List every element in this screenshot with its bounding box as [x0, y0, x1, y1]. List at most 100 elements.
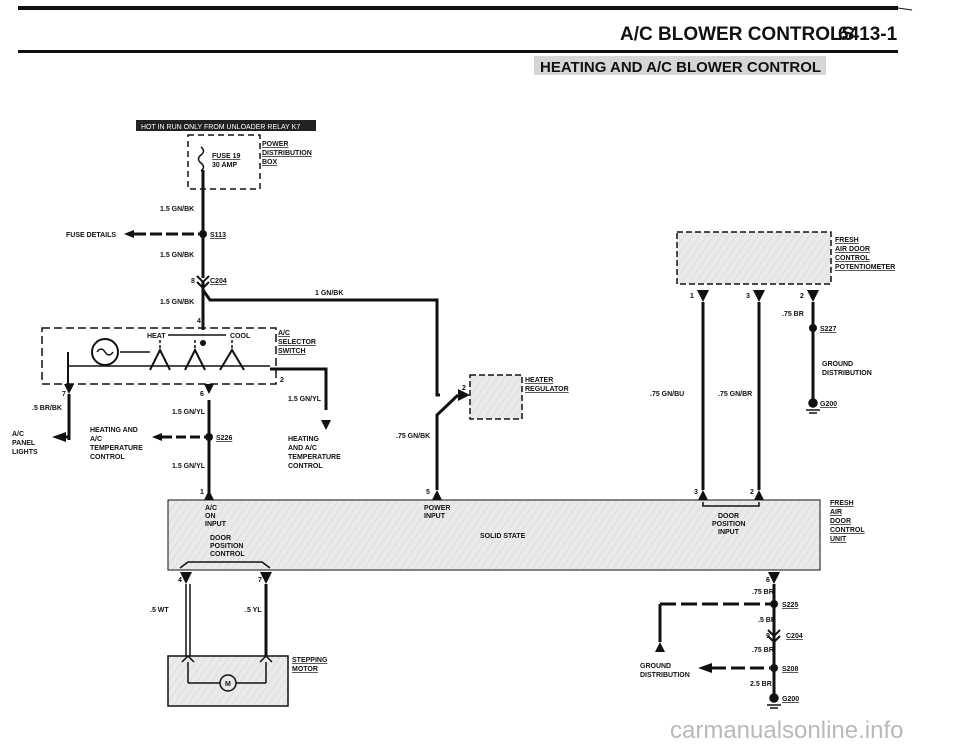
heater-regulator-label-1: HEATER	[525, 377, 553, 384]
stepping-motor-label-2: MOTOR	[292, 666, 318, 673]
potentiometer-label-4: POTENTIOMETER	[835, 264, 895, 271]
unit-label-1: FRESH	[830, 500, 854, 507]
header-rules	[18, 6, 913, 53]
pin-label: 7	[62, 391, 66, 398]
selector-heat-label: HEAT	[147, 333, 166, 340]
stepping-motor-internals	[181, 654, 273, 692]
ground-dist2-1: GROUND	[640, 663, 671, 670]
pin-label: 2	[462, 385, 466, 392]
selector-node	[200, 340, 206, 346]
ac-panel-lights-3: LIGHTS	[12, 449, 38, 456]
potentiometer-pin-arrows	[697, 290, 819, 302]
splice-s225-label: S225	[782, 602, 798, 609]
unit-door-pos-left-1: DOOR	[210, 535, 231, 542]
wire-075-gnbk	[435, 393, 460, 490]
stepping-motor-wires	[185, 584, 268, 656]
page-subtitle: HEATING AND A/C BLOWER CONTROL	[540, 59, 821, 76]
selector-label-1: A/C	[278, 330, 290, 337]
ground-g200-top-label: G200	[820, 401, 837, 408]
unit-solid-state: SOLID STATE	[480, 533, 526, 540]
potentiometer-label-2: AIR DOOR	[835, 246, 870, 253]
splice-s227-label: S227	[820, 326, 836, 333]
connector-c204-label: C204	[210, 278, 227, 285]
wire-selector-pin2	[270, 367, 328, 410]
unit-label-5: UNIT	[830, 536, 847, 543]
pin-label: 8	[191, 278, 195, 285]
s226-arrow	[152, 433, 162, 441]
pin-label: 3	[746, 293, 750, 300]
pin-label: 2	[800, 293, 804, 300]
fuse-details-arrow	[124, 230, 134, 238]
ground-dist-2: DISTRIBUTION	[822, 370, 872, 377]
fuse-name: FUSE 19	[212, 153, 241, 160]
potentiometer-wires	[701, 302, 815, 490]
hot-banner-text: HOT IN RUN ONLY FROM UNLOADER RELAY K7	[141, 124, 300, 131]
htc-right-1: HEATING	[288, 436, 320, 443]
wire-label: .75 GN/BU	[650, 391, 684, 398]
fuse-rating: 30 AMP	[212, 162, 237, 169]
wire-label: 1.5 GN/YL	[288, 396, 322, 403]
wire-label: 2.5 BR	[750, 681, 772, 688]
motor-symbol: M	[225, 681, 231, 688]
selector-cool-label: COOL	[230, 333, 251, 340]
wire-label: 1.5 GN/BK	[160, 252, 194, 259]
htc-right-4: CONTROL	[288, 463, 323, 470]
unit-door-pos-input-3: INPUT	[718, 529, 740, 536]
heater-regulator-box	[469, 374, 523, 420]
watermark: carmanualsonline.info	[670, 717, 903, 744]
pin-label: 5	[426, 489, 430, 496]
htc-left-1: HEATING AND	[90, 427, 138, 434]
door-position-bracket	[702, 502, 760, 507]
pin-label: 3	[694, 489, 698, 496]
splice-s113	[199, 230, 207, 238]
unit-door-pos-left-2: POSITION	[210, 543, 243, 550]
unit-label-2: AIR	[830, 509, 842, 516]
potentiometer-label-1: FRESH	[835, 237, 859, 244]
wire-label: .5 BR/BK	[32, 405, 62, 412]
fuse-symbol	[197, 146, 205, 172]
unit-door-pos-input-2: POSITION	[712, 521, 745, 528]
splice-s208-label: S208	[782, 666, 798, 673]
splice-s227	[809, 324, 817, 332]
wire-label: 1 GN/BK	[315, 290, 343, 297]
htc-right-3: TEMPERATURE	[288, 454, 341, 461]
door-control-bracket	[179, 561, 271, 569]
pin-label: 1	[200, 489, 204, 496]
power-dist-label-3: BOX	[262, 159, 278, 166]
wire-label: 1.5 GN/YL	[172, 463, 206, 470]
unit-top-pin-arrows	[204, 490, 764, 500]
pin-label: 6	[200, 391, 204, 398]
selector-label-2: SELECTOR	[278, 339, 316, 346]
s225-dashed-wire	[658, 602, 770, 642]
unit-bottom-pin-arrows	[180, 572, 780, 584]
wire-label: .75 GN/BK	[396, 433, 430, 440]
pin-label: 4	[178, 577, 182, 584]
connector-c204-bottom	[767, 629, 781, 644]
splice-s113-label: S113	[210, 232, 226, 239]
power-dist-label-1: POWER	[262, 141, 288, 148]
splice-s226	[205, 433, 213, 441]
selector-internals	[67, 338, 270, 384]
power-dist-label-2: DISTRIBUTION	[262, 150, 312, 157]
control-unit-box	[167, 499, 821, 571]
stepping-motor-label-1: STEPPING	[292, 657, 328, 664]
wire-label: 1.5 GN/YL	[172, 409, 206, 416]
fuse-details-label: FUSE DETAILS	[66, 232, 116, 239]
wire-label: .5 YL	[245, 607, 262, 614]
hot-banner-box	[136, 120, 316, 131]
heater-regulator-arrow	[458, 389, 470, 401]
ground-g200-bottom-label: G200	[782, 696, 799, 703]
unit-power-input-2: INPUT	[424, 513, 446, 520]
htc-right-arrow	[321, 420, 331, 430]
htc-right-2: AND A/C	[288, 445, 317, 452]
htc-left-3: TEMPERATURE	[90, 445, 143, 452]
unit-label-3: DOOR	[830, 518, 851, 525]
panel-lights-arrow	[52, 432, 66, 442]
unit-ac-on-2: ON	[205, 513, 216, 520]
pin-label: 1	[690, 293, 694, 300]
page-ref: 6413-1	[838, 24, 898, 45]
unit-ac-on-1: A/C	[205, 505, 217, 512]
power-distribution-box	[187, 134, 261, 190]
unit-power-input-1: POWER	[424, 505, 450, 512]
htc-left-2: A/C	[90, 436, 102, 443]
